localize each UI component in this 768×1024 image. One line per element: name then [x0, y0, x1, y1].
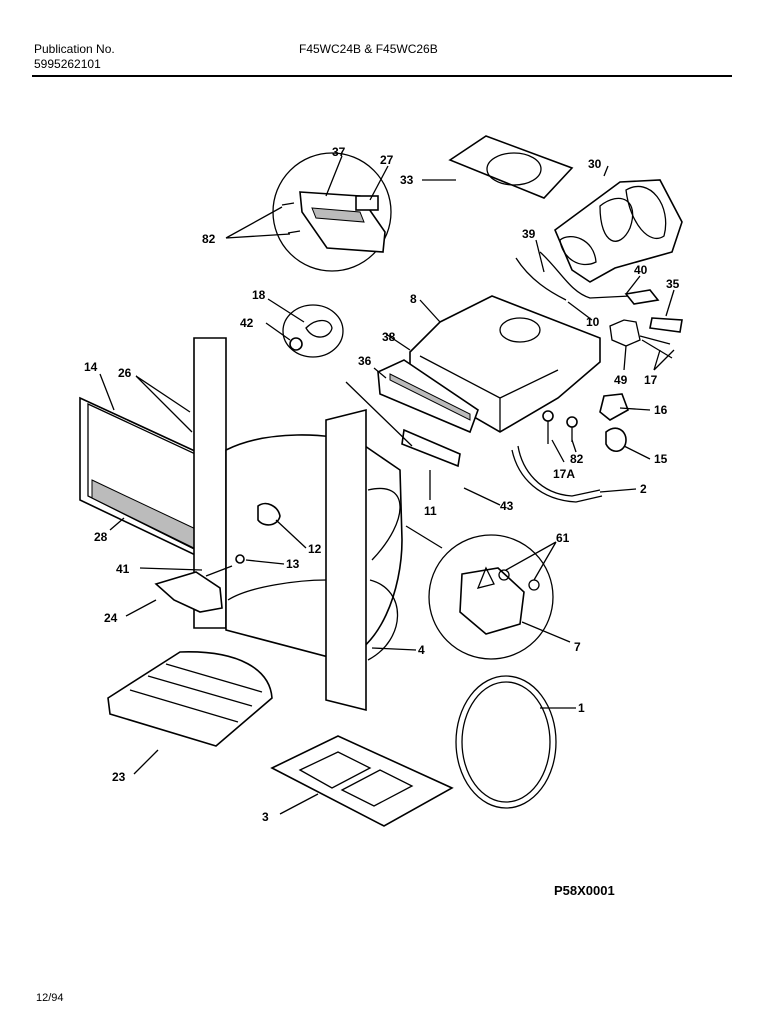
lamp-socket-16-bulb-15: [599, 393, 629, 452]
callout-16: 16: [654, 403, 668, 417]
callout-17A: 17A: [553, 467, 575, 481]
callout-26: 26: [118, 366, 132, 380]
callout-37: 37: [332, 145, 346, 159]
part-30-housing: [554, 179, 683, 283]
callout-42: 42: [240, 316, 254, 330]
callout-11: 11: [424, 504, 437, 518]
callout-49: 49: [614, 373, 628, 387]
callout-4: 4: [418, 643, 425, 657]
callout-12: 12: [308, 542, 322, 556]
dispenser-duct-4: [225, 408, 403, 712]
callout-28: 28: [94, 530, 108, 544]
callout-10: 10: [586, 315, 600, 329]
callout-61: 61: [556, 531, 570, 545]
callout-13: 13: [286, 557, 300, 571]
wire-assembly-39-40-35: [515, 251, 683, 359]
callout-17: 17: [644, 373, 658, 387]
screws-17A-82: [542, 410, 578, 444]
clip-12-screw-13: [205, 502, 281, 577]
callout-82-top: 82: [202, 232, 216, 246]
callout-39: 39: [522, 227, 536, 241]
callout-33: 33: [400, 173, 414, 187]
part-33-plate: [448, 135, 574, 199]
callout-38: 38: [382, 330, 396, 344]
callout-30: 30: [588, 157, 602, 171]
callout-43: 43: [500, 499, 514, 513]
callout-24: 24: [104, 611, 118, 625]
detail-circle-top: [272, 152, 392, 272]
callout-3: 3: [262, 810, 269, 824]
callout-7: 7: [574, 640, 581, 654]
callout-18: 18: [252, 288, 266, 302]
header-rule: [32, 75, 732, 77]
callout-labels: 37 27 33 30 82 39 40 35 18 8 42 10 38 36…: [84, 145, 680, 824]
callout-82-mid: 82: [570, 452, 584, 466]
lever-24: [154, 571, 223, 613]
callout-15: 15: [654, 452, 668, 466]
revision-date: 12/94: [36, 992, 64, 1004]
callout-8: 8: [410, 292, 417, 306]
callout-40: 40: [634, 263, 648, 277]
callout-41: 41: [116, 562, 130, 576]
heater-plate-3: [270, 735, 454, 827]
leader-lines: [99, 155, 675, 815]
control-box-assembly: [377, 295, 601, 468]
callout-35: 35: [666, 277, 680, 291]
publication-number: 5995262101: [34, 57, 101, 71]
wire-harness-2: [511, 445, 603, 503]
publication-label: Publication No.: [34, 42, 115, 56]
callout-36: 36: [358, 354, 372, 368]
callout-27: 27: [380, 153, 394, 167]
callout-14: 14: [84, 360, 98, 374]
callout-2: 2: [640, 482, 647, 496]
callout-23: 23: [112, 770, 126, 784]
diagram-code: P58X0001: [554, 883, 615, 898]
callout-1: 1: [578, 701, 585, 715]
model-title: F45WC24B & F45WC26B: [299, 42, 438, 56]
part-18-42-cluster: [282, 304, 344, 358]
drip-tray-23: [107, 651, 273, 747]
seal-ring-1: [455, 675, 557, 809]
